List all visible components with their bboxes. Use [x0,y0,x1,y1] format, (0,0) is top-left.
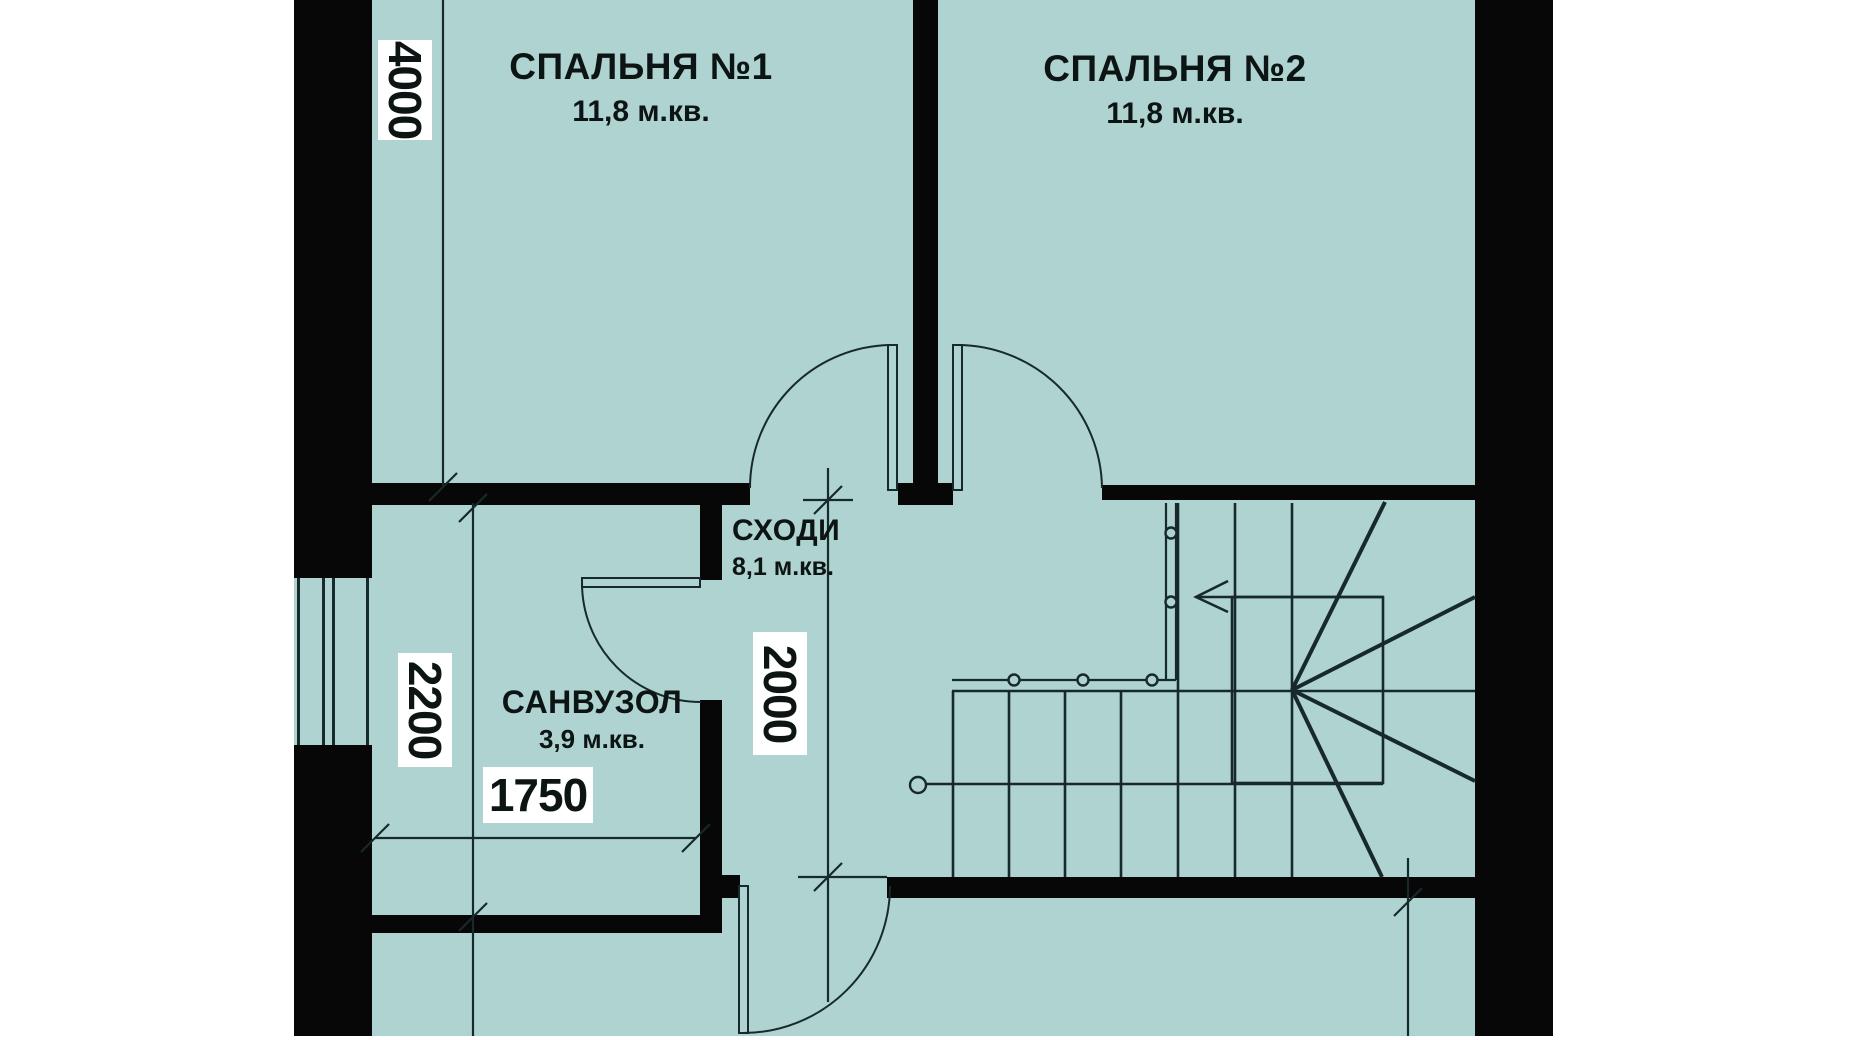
dimension-label-1750: 1750 [483,767,593,823]
wall-right [1475,0,1553,1036]
railing-post [1076,673,1090,687]
room-label-bedroom1: СПАЛЬНЯ №1 11,8 м.кв. [481,46,801,129]
wall-bathroom-door-jamb [700,505,722,580]
wall-hall-door-jamb [722,875,740,898]
canvas-bottom-margin [0,1036,1850,1040]
wall-partition-bedrooms [913,0,938,483]
wall-stairhall-bottom [887,877,1475,898]
room-area: 11,8 м.кв. [1106,96,1244,130]
stair-newel-post [908,775,928,795]
window-frame-line [366,578,369,745]
dimension-value: 2200 [399,660,451,760]
door-arc-bedroom1 [749,344,893,489]
window-glass-line [332,578,335,745]
room-area: 8,1 м.кв. [732,552,834,581]
door-arc-bedroom2 [956,344,1103,489]
dimension-value: 1750 [488,769,588,821]
railing-post [1145,673,1159,687]
door-leaf-bathroom [581,577,701,588]
dimension-label-2200: 2200 [398,653,452,767]
door-arc-bathroom [581,582,702,703]
room-label-bedroom2: СПАЛЬНЯ №2 11,8 м.кв. [1015,48,1335,131]
stair-winder-tread [1290,689,1384,878]
dimension-value: 2000 [754,644,806,743]
room-area: 11,8 м.кв. [572,94,710,128]
dimension-value: 4000 [379,40,431,140]
door-leaf-bedroom2 [952,344,963,491]
wall-bathroom-top [372,483,750,505]
room-name: САНВУЗОЛ [501,684,683,720]
dimension-tick [1393,887,1423,917]
room-label-stairs: СХОДИ 8,1 м.кв. [732,514,952,581]
door-arc-hall [742,885,891,1034]
dimension-tick [428,472,458,502]
wall-left-lower [294,745,372,1036]
wall-bathroom-right [700,700,722,933]
room-name: СПАЛЬНЯ №2 [1043,48,1307,89]
door-leaf-hall [738,885,749,1034]
wall-bathroom-bottom [372,915,722,933]
dimension-tick [681,823,711,853]
window-left [294,578,372,745]
stair-winder-tread [1291,688,1476,783]
dimension-tick [360,823,390,853]
wall-left-upper [294,0,372,578]
wall-stairhall-top [1102,485,1475,500]
railing-post [1164,526,1178,540]
dimension-label-2000: 2000 [753,632,807,755]
window-frame-line [297,578,300,745]
room-name: СПАЛЬНЯ №1 [509,46,773,87]
dimension-tick [458,902,488,932]
window-glass-line [322,578,325,745]
dimension-tick [813,485,843,515]
dimension-tick [813,862,843,892]
dimension-tick [458,493,488,523]
railing-post [1007,673,1021,687]
stair-winder-tread [1291,595,1476,692]
room-name: СХОДИ [732,514,841,547]
room-area: 3,9 м.кв. [538,723,646,754]
dimension-label-4000: 4000 [378,40,432,140]
wall-partition-base [898,483,953,505]
room-label-bathroom: САНВУЗОЛ 3,9 м.кв. [442,684,742,755]
railing-post [1164,595,1178,609]
stair-arrow-head [1193,579,1229,614]
door-leaf-bedroom1 [887,344,898,491]
